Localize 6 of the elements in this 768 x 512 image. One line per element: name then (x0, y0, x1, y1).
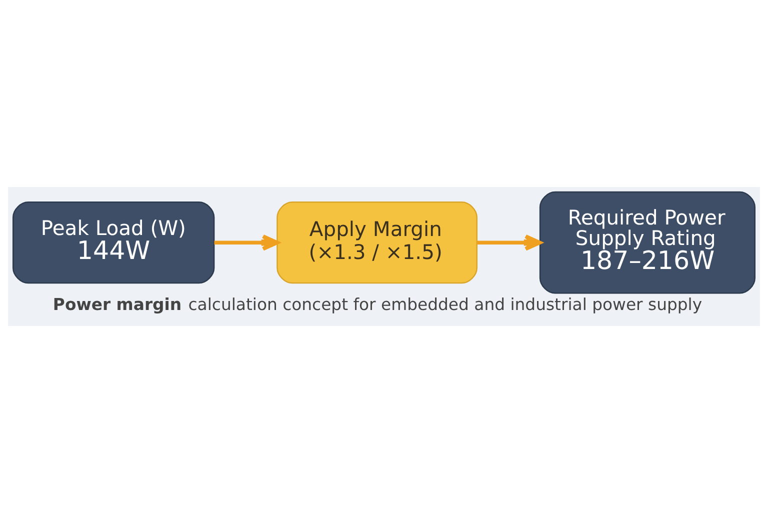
caption: Power margin calculation concept for embedded and industrial power supply (52, 294, 702, 314)
node-box: Peak Load (W) 144W (12, 201, 215, 284)
arrow (214, 234, 279, 250)
node-box: Apply Margin (×1.3 / ×1.5) (276, 201, 478, 284)
node-box: Required Power Supply Rating 187–216W (539, 190, 756, 294)
arrow (476, 234, 542, 250)
